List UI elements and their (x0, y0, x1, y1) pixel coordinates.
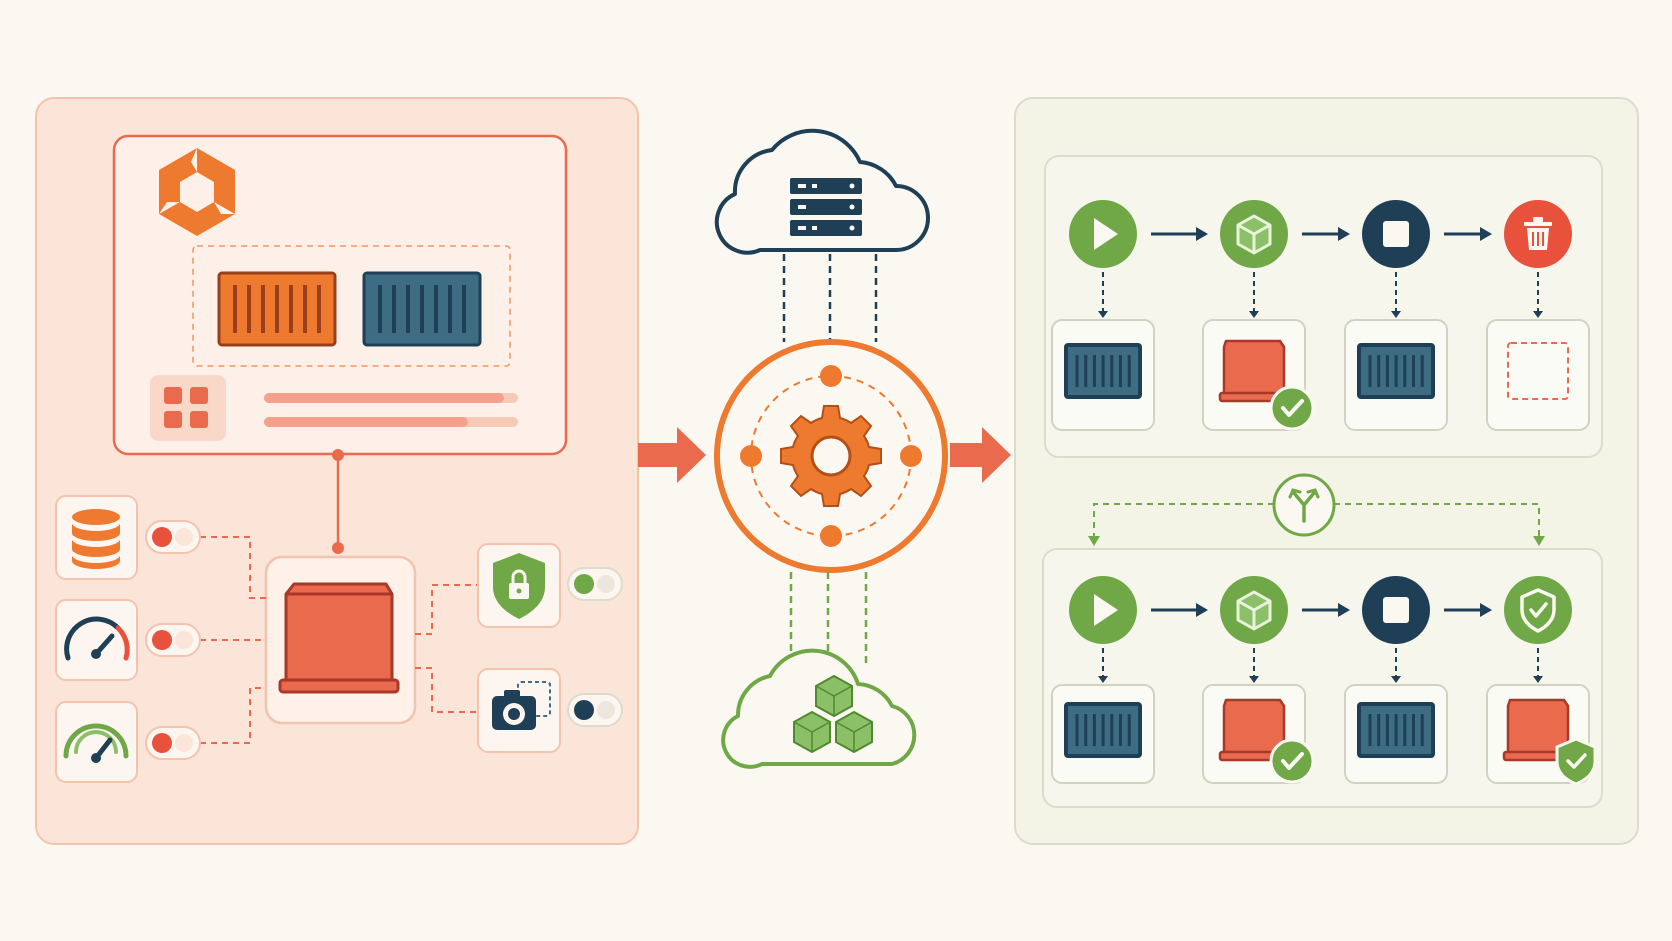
connector-dot (332, 449, 344, 461)
toggle-camera[interactable] (567, 693, 623, 727)
state-card (1486, 319, 1590, 431)
arrow-head (1088, 536, 1100, 546)
stop-icon (1362, 200, 1430, 268)
toggle-gauge-green[interactable] (145, 726, 201, 760)
state-link (1098, 648, 1108, 683)
container-icon (217, 271, 337, 347)
cloud-server-links (782, 254, 878, 342)
container-icon (1357, 702, 1435, 758)
container-icon (362, 271, 482, 347)
container-icon (1064, 343, 1142, 399)
state-link (1249, 272, 1259, 318)
text-line-placeholder (264, 417, 468, 427)
flow-arrow-right (638, 427, 706, 483)
step-arrow (1444, 227, 1492, 241)
volume-icon (278, 582, 400, 694)
play-icon (1069, 576, 1137, 644)
state-link (1249, 648, 1259, 683)
state-link (1098, 272, 1108, 318)
fork-icon (1272, 473, 1336, 537)
step-arrow (1444, 603, 1492, 617)
state-link (1533, 272, 1543, 318)
text-line-placeholder (264, 393, 504, 403)
state-link (1533, 648, 1543, 683)
state-link (1391, 648, 1401, 683)
right-connectors (415, 584, 478, 713)
toggle-database[interactable] (145, 520, 201, 554)
shield-check-icon (1555, 737, 1597, 786)
flow-arrow-right (950, 427, 1011, 483)
gear-icon (780, 405, 882, 507)
fork-connector (1093, 503, 1540, 540)
state-link (1391, 272, 1401, 318)
cloud-cubes-links (789, 572, 868, 664)
speedometer-icon (64, 616, 130, 661)
container-icon (1357, 343, 1435, 399)
volume-icon (1502, 698, 1574, 762)
connector-dot (332, 542, 344, 554)
speedometer-icon (63, 723, 129, 763)
gauge-green-tile (55, 701, 138, 783)
check-badge-icon (1269, 385, 1315, 431)
step-arrow (1151, 603, 1208, 617)
empty-volume-placeholder (1507, 342, 1569, 400)
container-group (192, 245, 511, 367)
app-grid-icon (150, 375, 226, 441)
gauge-red-tile (55, 599, 138, 681)
lifecycle-delete-box (1044, 155, 1603, 458)
hexagon-logo-icon (159, 148, 235, 236)
step-arrow (1302, 227, 1350, 241)
lifecycle-protect-box (1042, 548, 1603, 808)
camera-icon (492, 681, 551, 730)
database-icon (72, 509, 120, 569)
left-connectors (200, 536, 266, 744)
shield-check-icon (1504, 576, 1572, 644)
check-badge-icon (1269, 738, 1315, 784)
step-arrow (1151, 227, 1208, 241)
lifecycle-steps (1051, 200, 1597, 786)
toggle-shield-lock[interactable] (567, 567, 623, 601)
container-icon (1064, 702, 1142, 758)
cloud-cubes-icon (721, 648, 917, 769)
toggle-gauge-red[interactable] (145, 623, 201, 657)
step-arrow (1302, 603, 1350, 617)
cube-icon (1220, 200, 1288, 268)
shield-lock-icon (493, 553, 545, 619)
cloud-server-icon (714, 128, 930, 255)
arrow-head (1533, 536, 1545, 546)
cube-icon (1220, 576, 1288, 644)
trash-icon (1504, 200, 1572, 268)
play-icon (1069, 200, 1137, 268)
stop-icon (1362, 576, 1430, 644)
